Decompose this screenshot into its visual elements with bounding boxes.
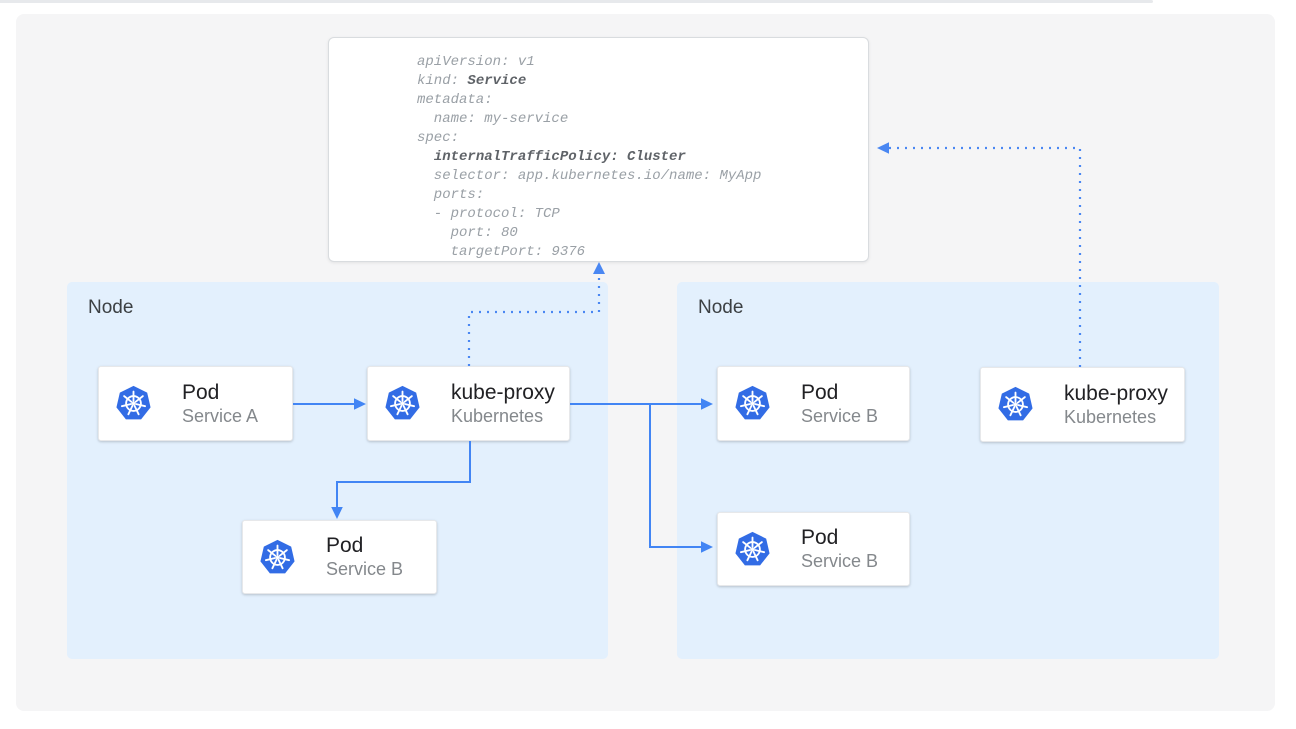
pod-card-service-b-right-bottom: Pod Service B bbox=[717, 512, 910, 586]
pod-card-service-b-right-top: Pod Service B bbox=[717, 366, 910, 441]
yaml-line: selector: app.kubernetes.io/name: MyApp bbox=[417, 168, 762, 184]
yaml-line: - protocol: TCP bbox=[417, 206, 560, 222]
kubernetes-icon bbox=[115, 385, 152, 422]
pod-card-service-a: Pod Service A bbox=[98, 366, 293, 441]
card-title: Pod bbox=[801, 380, 839, 404]
card-title: Pod bbox=[182, 380, 220, 404]
yaml-line-internal-traffic-policy: internalTrafficPolicy: Cluster bbox=[433, 149, 686, 165]
node-label: Node bbox=[88, 297, 134, 318]
kube-proxy-card-left: kube-proxy Kubernetes bbox=[367, 366, 570, 441]
yaml-line: spec: bbox=[417, 130, 460, 146]
kubernetes-icon bbox=[997, 386, 1034, 423]
kubernetes-icon bbox=[734, 531, 771, 568]
node-label: Node bbox=[698, 297, 744, 318]
yaml-line: targetPort: 9376 bbox=[417, 244, 586, 260]
card-subtitle: Service B bbox=[801, 405, 879, 426]
yaml-line: metadata: bbox=[417, 92, 493, 108]
kubernetes-icon bbox=[259, 539, 296, 576]
yaml-line: apiVersion: v1 bbox=[417, 54, 535, 70]
card-subtitle: Service B bbox=[801, 551, 879, 571]
kube-proxy-card-right: kube-proxy Kubernetes bbox=[980, 367, 1185, 442]
yaml-line: ports: bbox=[417, 187, 485, 203]
service-yaml-panel: apiVersion: v1 kind: Service metadata: n… bbox=[328, 37, 869, 262]
card-title: kube-proxy bbox=[451, 380, 555, 404]
yaml-line: kind: Service bbox=[417, 73, 527, 89]
yaml-line: name: my-service bbox=[417, 111, 569, 127]
card-title: kube-proxy bbox=[1064, 381, 1168, 405]
card-title: Pod bbox=[801, 526, 839, 549]
yaml-line: port: 80 bbox=[417, 225, 518, 241]
card-subtitle: Kubernetes bbox=[451, 405, 544, 426]
card-subtitle: Service A bbox=[182, 405, 259, 426]
header-divider bbox=[0, 0, 1153, 3]
node-left: Node bbox=[67, 282, 608, 659]
node-right: Node bbox=[677, 282, 1219, 659]
card-subtitle: Kubernetes bbox=[1064, 406, 1157, 427]
kubernetes-icon bbox=[384, 385, 421, 422]
card-subtitle: Service B bbox=[326, 559, 404, 579]
card-title: Pod bbox=[326, 534, 364, 557]
pod-card-service-b-left: Pod Service B bbox=[242, 520, 437, 594]
kubernetes-icon bbox=[734, 385, 771, 422]
